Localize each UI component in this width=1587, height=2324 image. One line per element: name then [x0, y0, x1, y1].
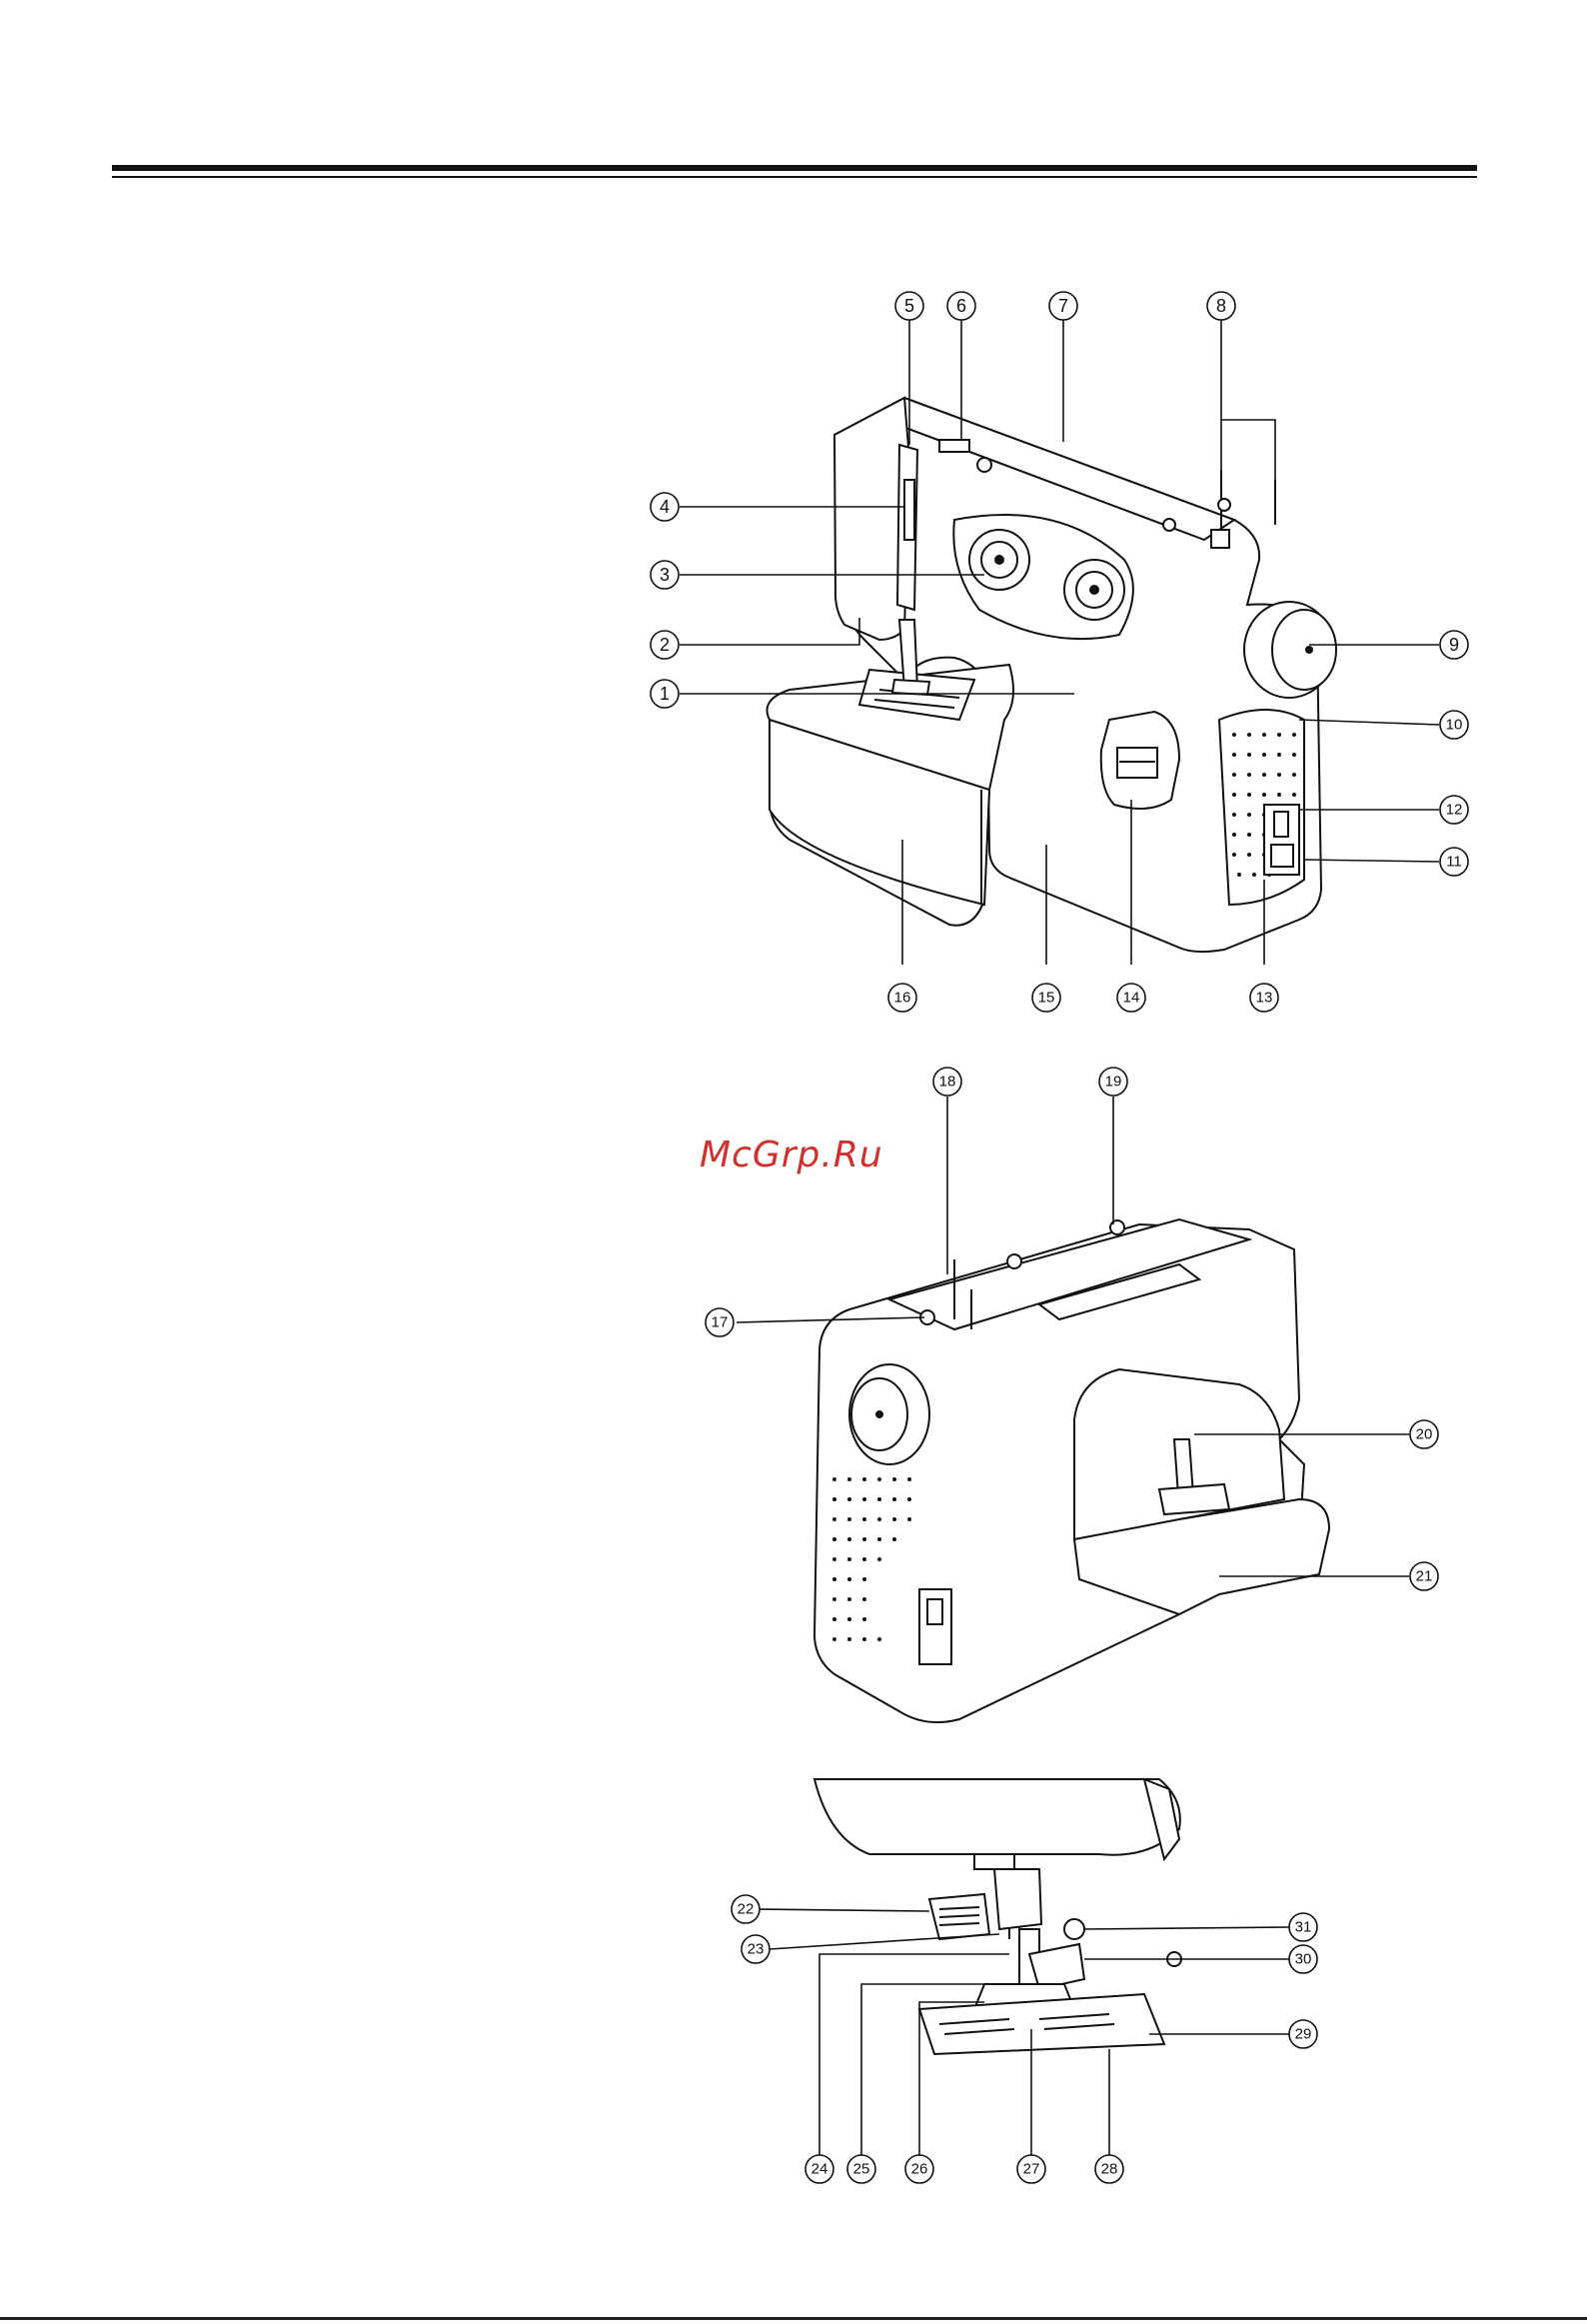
callout-label-3: 3: [660, 565, 670, 585]
callout-label-17: 17: [712, 1314, 729, 1331]
callout-label-21: 21: [1416, 1568, 1433, 1585]
callout-label-28: 28: [1101, 2161, 1118, 2178]
callout-label-30: 30: [1295, 1951, 1312, 1968]
callout-label-7: 7: [1058, 296, 1068, 316]
callout-label-29: 29: [1295, 2026, 1312, 2043]
callout-label-16: 16: [894, 990, 911, 1007]
callout-label-26: 26: [911, 2161, 928, 2178]
front-view-machine: [768, 398, 1337, 952]
presser-foot-detail: [814, 1779, 1181, 2054]
callout-label-14: 14: [1123, 990, 1140, 1007]
rear-view-machine: [814, 1219, 1329, 1722]
callout-label-19: 19: [1105, 1074, 1122, 1091]
callout-label-25: 25: [853, 2161, 870, 2178]
callout-label-9: 9: [1449, 635, 1459, 655]
callout-label-1: 1: [660, 684, 670, 704]
callout-label-12: 12: [1446, 802, 1463, 819]
callout-label-4: 4: [660, 497, 670, 517]
callout-label-23: 23: [748, 1941, 765, 1958]
footer-rule: [0, 2317, 1587, 2320]
callout-label-15: 15: [1038, 990, 1055, 1007]
callout-label-11: 11: [1446, 854, 1462, 871]
callout-label-27: 27: [1023, 2161, 1040, 2178]
callout-label-6: 6: [956, 296, 966, 316]
callout-label-8: 8: [1216, 296, 1226, 316]
callout-label-10: 10: [1446, 717, 1463, 734]
callout-label-2: 2: [660, 635, 670, 655]
callout-label-22: 22: [738, 1901, 755, 1918]
callout-label-13: 13: [1256, 990, 1273, 1007]
watermark-text: McGrp.Ru: [700, 1135, 883, 1175]
callout-label-24: 24: [811, 2161, 828, 2178]
callout-label-31: 31: [1295, 1919, 1312, 1936]
callout-label-18: 18: [939, 1074, 956, 1091]
callout-label-20: 20: [1416, 1426, 1433, 1443]
callout-label-5: 5: [904, 296, 914, 316]
